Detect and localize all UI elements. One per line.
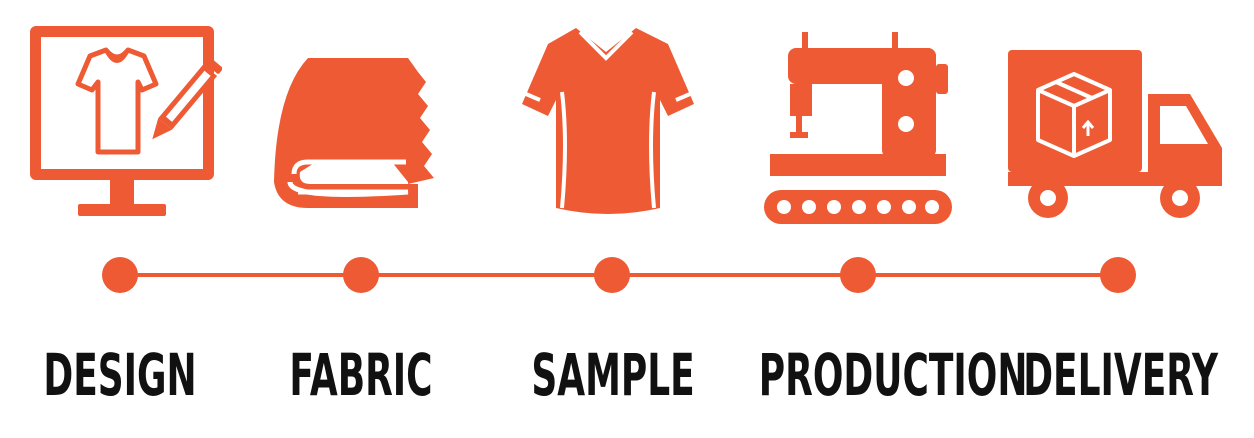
- timeline-node-fabric: [343, 257, 379, 293]
- delivery-truck-icon: [1004, 48, 1226, 220]
- step-label-sample: SAMPLE: [531, 341, 695, 409]
- timeline-node-production: [840, 257, 876, 293]
- monitor-shirt-pencil-icon: [22, 20, 222, 220]
- step-label-design: DESIGN: [43, 341, 197, 409]
- step-label-delivery: DELIVERY: [1023, 341, 1219, 409]
- sewing-machine-icon: [760, 28, 956, 224]
- timeline-node-sample: [594, 257, 630, 293]
- folded-fabric-icon: [268, 52, 458, 212]
- timeline-node-design: [102, 257, 138, 293]
- step-label-fabric: FABRIC: [289, 341, 433, 409]
- jersey-icon: [518, 22, 698, 218]
- timeline-node-delivery: [1100, 257, 1136, 293]
- step-label-production: PRODUCTION: [758, 341, 1028, 409]
